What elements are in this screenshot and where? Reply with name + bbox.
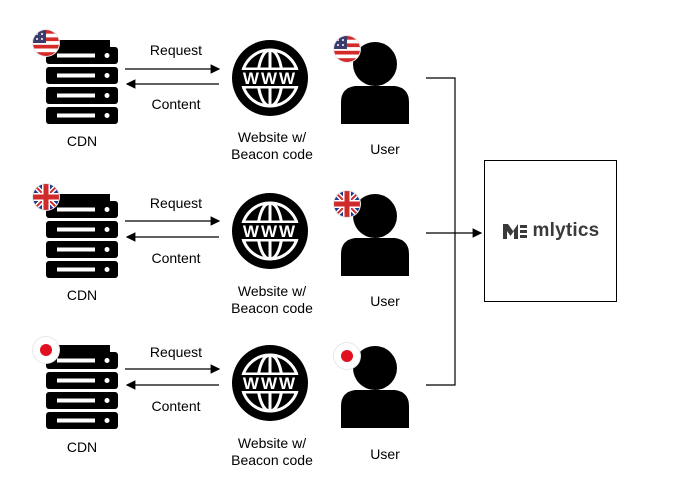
us-flag-icon — [333, 35, 361, 63]
uk-flag-icon — [333, 190, 361, 218]
cdn-label: CDN — [66, 133, 98, 149]
mlytics-brand-name: mlytics — [532, 220, 600, 241]
content-label: Content — [151, 96, 201, 112]
jp-flag-icon — [32, 336, 60, 364]
cdn-server-icon-uk — [46, 194, 118, 278]
website-label: Website w/ Beacon code — [231, 435, 313, 468]
content-label: Content — [151, 398, 201, 414]
user-label: User — [370, 293, 400, 309]
website-label: Website w/ Beacon code — [231, 129, 313, 162]
us-flag-icon — [32, 29, 60, 57]
mlytics-logo-icon — [502, 224, 527, 239]
cdn-label: CDN — [66, 439, 98, 455]
user-label: User — [370, 141, 400, 157]
user-label: User — [370, 446, 400, 462]
cdn-label: CDN — [66, 287, 98, 303]
request-label: Request — [149, 344, 203, 360]
users-bracket-line — [426, 77, 456, 386]
website-label: Website w/ Beacon code — [231, 283, 313, 316]
content-label: Content — [151, 250, 201, 266]
request-label: Request — [149, 42, 203, 58]
request-label: Request — [149, 195, 203, 211]
globe-www-text: WWW — [243, 222, 297, 241]
globe-www-text: WWW — [243, 69, 297, 88]
uk-flag-icon — [32, 183, 60, 211]
jp-flag-icon — [333, 342, 361, 370]
mlytics-box: mlytics — [484, 160, 617, 302]
cdn-server-icon-us — [46, 40, 118, 124]
globe-www-text: WWW — [243, 374, 297, 393]
